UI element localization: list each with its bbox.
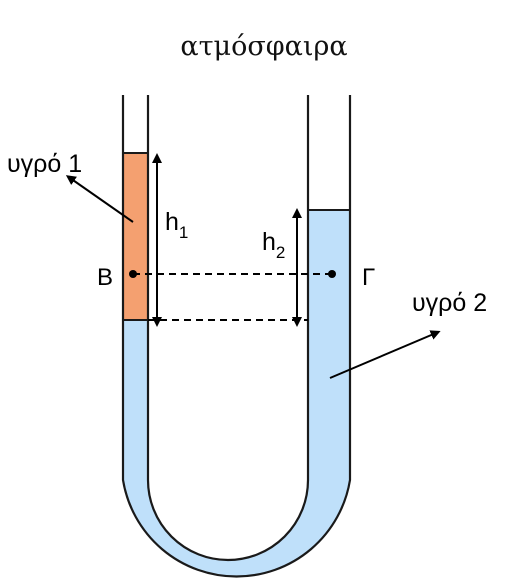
liquid-2-fill (123, 210, 350, 577)
h1-subscript: 1 (179, 223, 188, 242)
h2-label: h2 (262, 228, 285, 262)
atmosphere-title: ατμόσφαιρα (180, 31, 347, 62)
h2-main: h (262, 228, 276, 256)
h2-subscript: 2 (276, 243, 285, 262)
liquid-2-pointer-arrow (329, 330, 441, 379)
tube-outer-wall (121, 95, 352, 578)
liquid-1-column (123, 153, 148, 320)
point-g-label: Γ (362, 264, 375, 291)
liquid-1-pointer-arrow (65, 175, 134, 223)
h1-label: h1 (165, 208, 188, 242)
point-g-dot (328, 270, 336, 278)
h1-main: h (165, 208, 179, 236)
point-b-label: Β (97, 264, 113, 291)
point-b-dot (129, 270, 137, 278)
liquid-2-label: υγρό 2 (412, 289, 487, 317)
tube-inner-wall (146, 95, 310, 562)
liquid-1-label: υγρό 1 (7, 150, 82, 178)
